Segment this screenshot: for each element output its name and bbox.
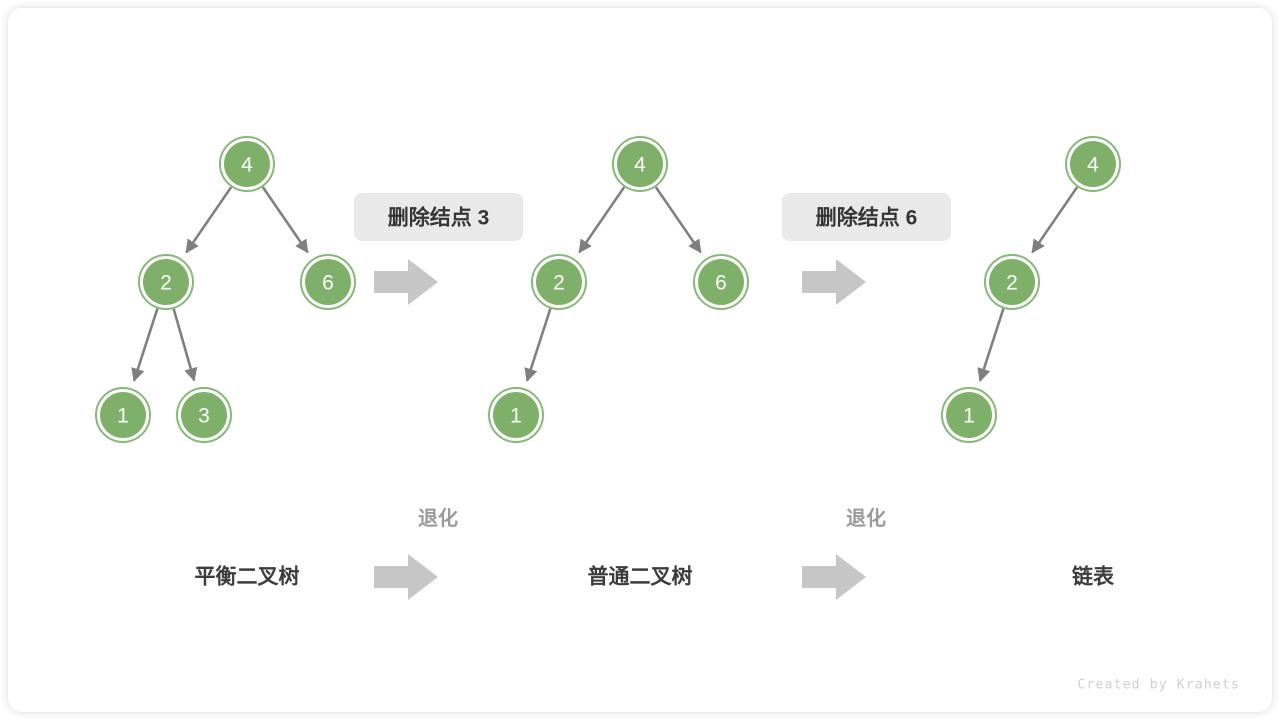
tree-edge	[185, 186, 233, 254]
operation-tag-box	[782, 193, 951, 241]
watermark-label: Created by Krahets	[1078, 678, 1240, 693]
tree-node: 6	[693, 254, 749, 310]
tree-node: 1	[488, 387, 544, 443]
node-fill	[1070, 141, 1116, 187]
tree-edge	[977, 308, 1005, 383]
node-value-label: 2	[1006, 272, 1018, 295]
operation-tag-label: 删除结点 3	[388, 206, 490, 230]
transition-block-arrow-icon	[802, 554, 866, 600]
node-fill	[100, 392, 146, 438]
captions-layer: 平衡二叉树 普通二叉树 链表 退化 退化	[195, 506, 1115, 600]
tree-node: 2	[531, 254, 587, 310]
node-fill	[698, 259, 744, 305]
tree-node: 4	[219, 136, 275, 192]
node-fill	[224, 141, 270, 187]
node-fill	[493, 392, 539, 438]
node-fill	[305, 259, 351, 305]
node-value-label: 6	[715, 272, 727, 295]
operation-block-arrow-icon	[374, 259, 438, 305]
tree-node: 3	[176, 387, 232, 443]
node-value-label: 4	[634, 154, 646, 177]
node-fill	[536, 259, 582, 305]
tree-edge	[578, 186, 626, 254]
tree-edge	[654, 186, 702, 254]
stage-caption-ordinary-tree: 普通二叉树	[588, 565, 693, 589]
node-fill	[617, 141, 663, 187]
node-value-label: 2	[160, 272, 172, 295]
tree-node: 1	[941, 387, 997, 443]
node-value-label: 1	[117, 405, 129, 428]
tree-node: 6	[300, 254, 356, 310]
tree-node: 4	[1065, 136, 1121, 192]
tree-edge	[1031, 186, 1079, 254]
node-fill	[946, 392, 992, 438]
node-value-label: 1	[963, 405, 975, 428]
node-fill	[989, 259, 1035, 305]
stage-caption-balanced-tree: 平衡二叉树	[195, 565, 300, 589]
node-value-label: 4	[1087, 154, 1099, 177]
operation-labels-layer: 删除结点 3 删除结点 6	[354, 193, 951, 305]
tree-node: 4	[612, 136, 668, 192]
transition-label: 退化	[846, 506, 886, 530]
node-value-label: 6	[322, 272, 334, 295]
figure-card	[8, 8, 1272, 712]
stage-caption-linked-list: 链表	[1072, 565, 1115, 589]
node-fill	[143, 259, 189, 305]
node-value-label: 4	[241, 154, 253, 177]
tree-edge	[172, 308, 198, 382]
operation-tag-label: 删除结点 6	[816, 206, 918, 230]
transition-block-arrow-icon	[374, 554, 438, 600]
tree-edge	[261, 186, 309, 254]
node-fill	[181, 392, 227, 438]
transition-label: 退化	[418, 506, 458, 530]
tree-node: 1	[95, 387, 151, 443]
edges-layer	[131, 186, 1079, 383]
tree-node: 2	[984, 254, 1040, 310]
tree-edge	[524, 308, 552, 383]
tree-edge	[131, 308, 159, 383]
operation-block-arrow-icon	[802, 259, 866, 305]
operation-tag-box	[354, 193, 523, 241]
nodes-layer: 4 2 6 1 3 4 2 6 1 4 2 1	[95, 136, 1121, 443]
node-value-label: 1	[510, 405, 522, 428]
tree-node: 2	[138, 254, 194, 310]
node-value-label: 3	[198, 405, 210, 428]
node-value-label: 2	[553, 272, 565, 295]
